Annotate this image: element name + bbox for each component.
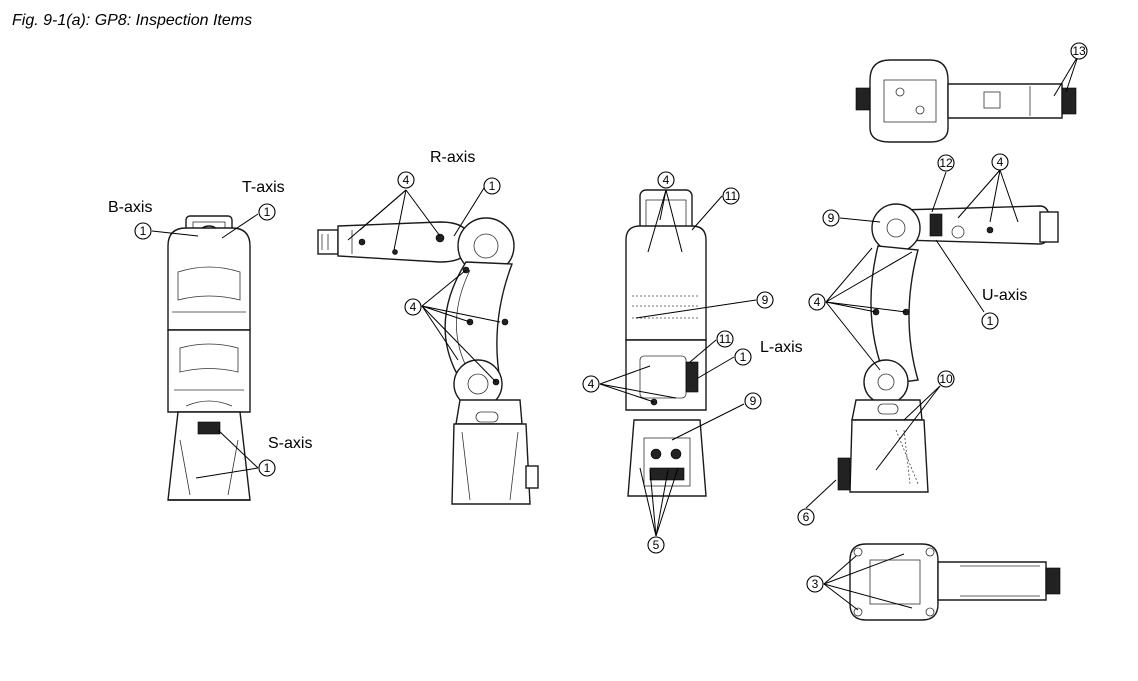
callout-number: 11 (725, 189, 738, 203)
figure-caption: Fig. 9-1(a): GP8: Inspection Items (12, 12, 253, 29)
callout: 4 (808, 293, 826, 311)
callout: 6 (797, 508, 815, 526)
rear-view-robot (625, 189, 707, 497)
callout-number: 10 (939, 372, 953, 386)
callout: 4 (657, 171, 675, 189)
callout-number: 4 (403, 173, 410, 187)
callout: 9 (822, 209, 840, 227)
callout: 5 (647, 536, 665, 554)
callout-number: 1 (264, 461, 271, 475)
callout-number: 1 (264, 205, 271, 219)
callout: 11 (722, 187, 740, 205)
callout-number: 4 (588, 377, 595, 391)
top-view-robot (855, 59, 1077, 143)
callout-number: 1 (489, 179, 496, 193)
callout-number: 1 (140, 224, 147, 238)
callout: 1 (258, 203, 276, 221)
callout: 3 (806, 575, 824, 593)
l-axis-label: L-axis (760, 339, 803, 356)
r-axis-label: R-axis (430, 149, 475, 166)
bottom-view-robot (849, 543, 1061, 621)
callout: 4 (397, 171, 415, 189)
u-axis-label: U-axis (982, 287, 1027, 304)
leader-lines (151, 55, 1079, 611)
callout: 1 (483, 177, 501, 195)
callout: 1 (258, 459, 276, 477)
callout: 13 (1070, 42, 1088, 60)
t-axis-label: T-axis (242, 179, 285, 196)
callout: 9 (756, 291, 774, 309)
s-axis-label: S-axis (268, 435, 312, 452)
callout-number: 9 (750, 394, 757, 408)
callout: 10 (937, 370, 955, 388)
callout-number: 12 (939, 156, 953, 170)
callout-number: 6 (803, 510, 810, 524)
right-side-view-robot (837, 203, 1059, 493)
callout: 4 (582, 375, 600, 393)
callout-number: 4 (997, 155, 1004, 169)
callout-number: 5 (653, 538, 660, 552)
callout-number: 13 (1072, 44, 1086, 58)
callout-number: 4 (663, 173, 670, 187)
callout-number: 4 (814, 295, 821, 309)
front-view-robot (167, 215, 251, 501)
callout-number: 11 (719, 332, 732, 346)
callout: 1 (134, 222, 152, 240)
callout: 11 (716, 330, 734, 348)
callout: 1 (981, 312, 999, 330)
callout-number: 1 (740, 350, 747, 364)
callout-number: 4 (410, 300, 417, 314)
callout-number: 9 (762, 293, 769, 307)
callout: 4 (404, 298, 422, 316)
callout: 9 (744, 392, 762, 410)
callout-number: 9 (828, 211, 835, 225)
callout: 4 (991, 153, 1009, 171)
callout: 1 (734, 348, 752, 366)
side-view-robot (317, 217, 539, 505)
callout-number: 1 (987, 314, 994, 328)
callout-number: 3 (812, 577, 819, 591)
callout: 12 (937, 154, 955, 172)
b-axis-label: B-axis (108, 199, 152, 216)
